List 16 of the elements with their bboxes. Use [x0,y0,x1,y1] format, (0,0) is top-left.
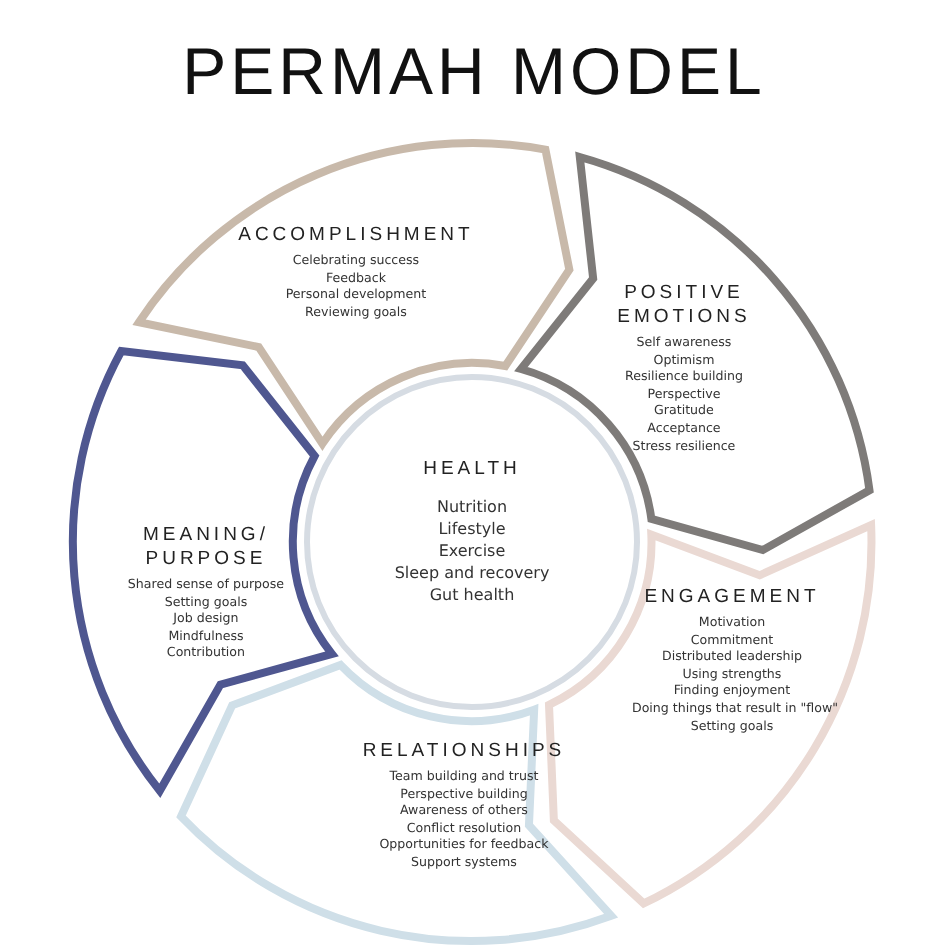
chevron-segment [176,660,618,947]
list-item: Gut health [427,584,517,606]
list-item: Exercise [436,540,508,562]
section-heading: MEANING/ PURPOSE [140,523,271,572]
chevron-segment [515,151,874,555]
list-item: Nutrition [434,496,510,518]
section-heading: ENGAGEMENT [642,585,822,610]
title: PERMAH MODEL [180,32,768,112]
section-heading: POSITIVE EMOTIONS [615,281,753,330]
list-item: Lifestyle [436,518,508,540]
section-heading: HEALTH [421,458,523,482]
chevron-segment [67,346,337,796]
list-item: Sleep and recovery [392,562,552,584]
chevron-segment [133,137,574,448]
section-heading: RELATIONSHIPS [360,739,568,764]
section-heading: ACCOMPLISHMENT [236,223,476,248]
